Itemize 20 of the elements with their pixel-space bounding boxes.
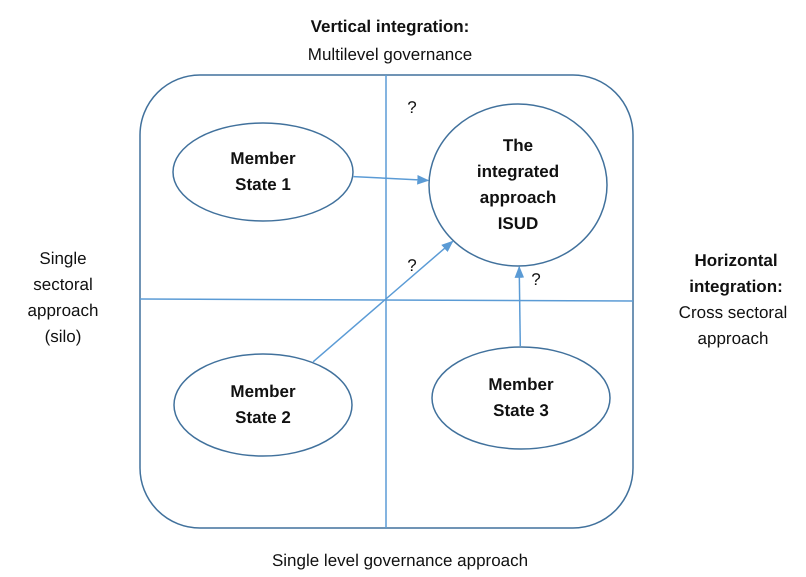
- node-label: Member State 3: [487, 374, 555, 422]
- axis-label: Single level governance approach: [270, 550, 530, 572]
- axis-title: Vertical integration:: [310, 16, 470, 38]
- axis-label: Multilevel governance: [306, 44, 474, 66]
- axis-label: Cross sectoral approach: [678, 302, 788, 350]
- question-mark: ?: [530, 269, 542, 291]
- member-state-ellipse: [173, 353, 353, 457]
- question-mark: ?: [406, 255, 418, 277]
- node-label: The integrated approach ISUD: [476, 135, 560, 235]
- member-state-ellipse: [172, 122, 354, 222]
- axis-title: Horizontal integration:: [688, 250, 784, 298]
- arrow: [354, 175, 430, 185]
- arrow: [514, 266, 524, 346]
- arrow: [312, 240, 454, 362]
- question-mark: ?: [406, 97, 418, 119]
- member-state-ellipse: [431, 346, 611, 450]
- node-label: Member State 2: [229, 381, 297, 429]
- axis-label: Single sectoral approach (silo): [26, 248, 100, 348]
- integrated-approach-circle: [428, 103, 608, 267]
- node-label: Member State 1: [229, 148, 297, 196]
